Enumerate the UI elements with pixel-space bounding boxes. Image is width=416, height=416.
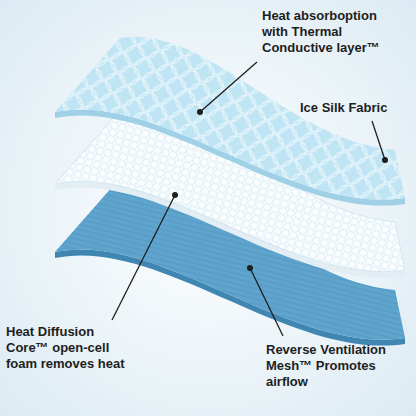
callout-label: Heat Diffusion Core™ open-cell foam remo… [6, 324, 138, 372]
callout-label: Ice Silk Fabric [300, 100, 387, 116]
callout-label: Heat absorboption with Thermal Conductiv… [262, 8, 390, 56]
callout-label: Reverse Ventilation Mesh™ Promotes airfl… [266, 342, 406, 390]
